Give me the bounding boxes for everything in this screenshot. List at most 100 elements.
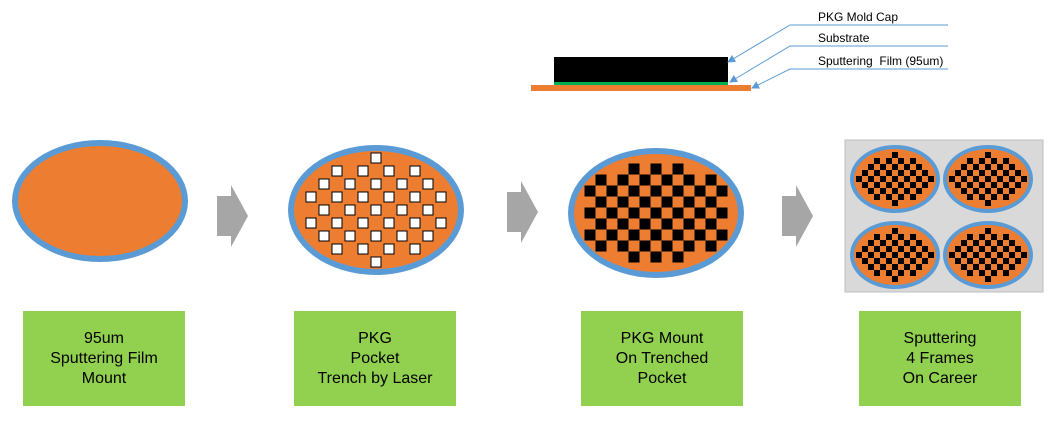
step-4-line-3: On Career bbox=[902, 369, 978, 387]
package bbox=[973, 240, 979, 246]
package bbox=[892, 188, 898, 194]
step-label-1: 95um Sputtering Film Mount bbox=[23, 311, 185, 406]
package bbox=[584, 207, 596, 219]
package bbox=[705, 174, 717, 186]
package bbox=[922, 258, 928, 264]
pocket bbox=[370, 178, 382, 190]
pocket bbox=[331, 191, 343, 203]
pocket bbox=[344, 230, 356, 242]
package bbox=[650, 185, 662, 197]
package bbox=[628, 207, 640, 219]
package-grid bbox=[584, 163, 728, 263]
package bbox=[898, 158, 904, 164]
package bbox=[973, 176, 979, 182]
package bbox=[991, 170, 997, 176]
package bbox=[961, 164, 967, 170]
pocket bbox=[305, 191, 317, 203]
package bbox=[862, 170, 868, 176]
callout-line-substrate bbox=[729, 45, 948, 83]
pocket bbox=[409, 217, 421, 229]
package bbox=[961, 188, 967, 194]
step-2-line-3: Trench by Laser bbox=[317, 369, 433, 387]
stage-3-mounted-frame bbox=[568, 148, 744, 278]
package bbox=[661, 174, 673, 186]
step-3-line-2: On Trenched bbox=[615, 349, 709, 367]
pocket bbox=[422, 230, 434, 242]
pocket bbox=[357, 165, 369, 177]
pocket bbox=[435, 191, 447, 203]
package bbox=[955, 182, 961, 188]
package bbox=[868, 252, 874, 258]
pocket bbox=[422, 204, 434, 216]
package bbox=[650, 229, 662, 241]
stage-4-carrier bbox=[844, 139, 1044, 293]
package bbox=[997, 264, 1003, 270]
package bbox=[856, 252, 862, 258]
sputtering-film-layer bbox=[531, 85, 751, 91]
arrow-1 bbox=[217, 185, 248, 247]
package bbox=[967, 258, 973, 264]
package bbox=[661, 218, 673, 230]
package bbox=[880, 164, 886, 170]
package bbox=[1021, 252, 1027, 258]
package bbox=[886, 182, 892, 188]
package bbox=[862, 258, 868, 264]
package bbox=[672, 229, 684, 241]
package bbox=[991, 270, 997, 276]
package bbox=[985, 200, 991, 206]
package bbox=[985, 252, 991, 258]
package bbox=[874, 158, 880, 164]
package bbox=[880, 176, 886, 182]
package bbox=[639, 196, 651, 208]
package bbox=[606, 229, 618, 241]
package bbox=[979, 246, 985, 252]
package bbox=[628, 185, 640, 197]
package bbox=[916, 188, 922, 194]
package bbox=[898, 182, 904, 188]
package bbox=[979, 194, 985, 200]
package bbox=[650, 207, 662, 219]
mini-frame-2 bbox=[943, 145, 1033, 213]
package bbox=[910, 246, 916, 252]
package bbox=[910, 158, 916, 164]
package bbox=[595, 174, 607, 186]
package bbox=[650, 163, 662, 175]
package bbox=[997, 240, 1003, 246]
package bbox=[694, 185, 706, 197]
package bbox=[898, 246, 904, 252]
package bbox=[694, 229, 706, 241]
package bbox=[606, 207, 618, 219]
package bbox=[672, 251, 684, 263]
label-pkg-mold-cap: PKG Mold Cap bbox=[818, 10, 898, 24]
package bbox=[1015, 258, 1021, 264]
package bbox=[1003, 158, 1009, 164]
package bbox=[892, 240, 898, 246]
package bbox=[991, 158, 997, 164]
callout-line-mold-cap bbox=[727, 24, 948, 63]
package bbox=[661, 240, 673, 252]
package bbox=[904, 264, 910, 270]
package bbox=[955, 170, 961, 176]
package bbox=[910, 258, 916, 264]
package bbox=[1009, 164, 1015, 170]
package bbox=[868, 264, 874, 270]
package bbox=[617, 196, 629, 208]
pocket bbox=[409, 165, 421, 177]
package bbox=[979, 182, 985, 188]
pocket bbox=[357, 243, 369, 255]
package bbox=[979, 158, 985, 164]
package bbox=[1015, 170, 1021, 176]
package bbox=[606, 185, 618, 197]
package bbox=[661, 196, 673, 208]
package bbox=[1015, 182, 1021, 188]
package bbox=[973, 252, 979, 258]
package bbox=[910, 194, 916, 200]
package bbox=[694, 207, 706, 219]
stage-2-pocket-frame bbox=[288, 145, 464, 275]
package bbox=[595, 196, 607, 208]
pocket-grid bbox=[305, 152, 447, 268]
package bbox=[985, 228, 991, 234]
package bbox=[979, 234, 985, 240]
package bbox=[916, 176, 922, 182]
package bbox=[868, 176, 874, 182]
